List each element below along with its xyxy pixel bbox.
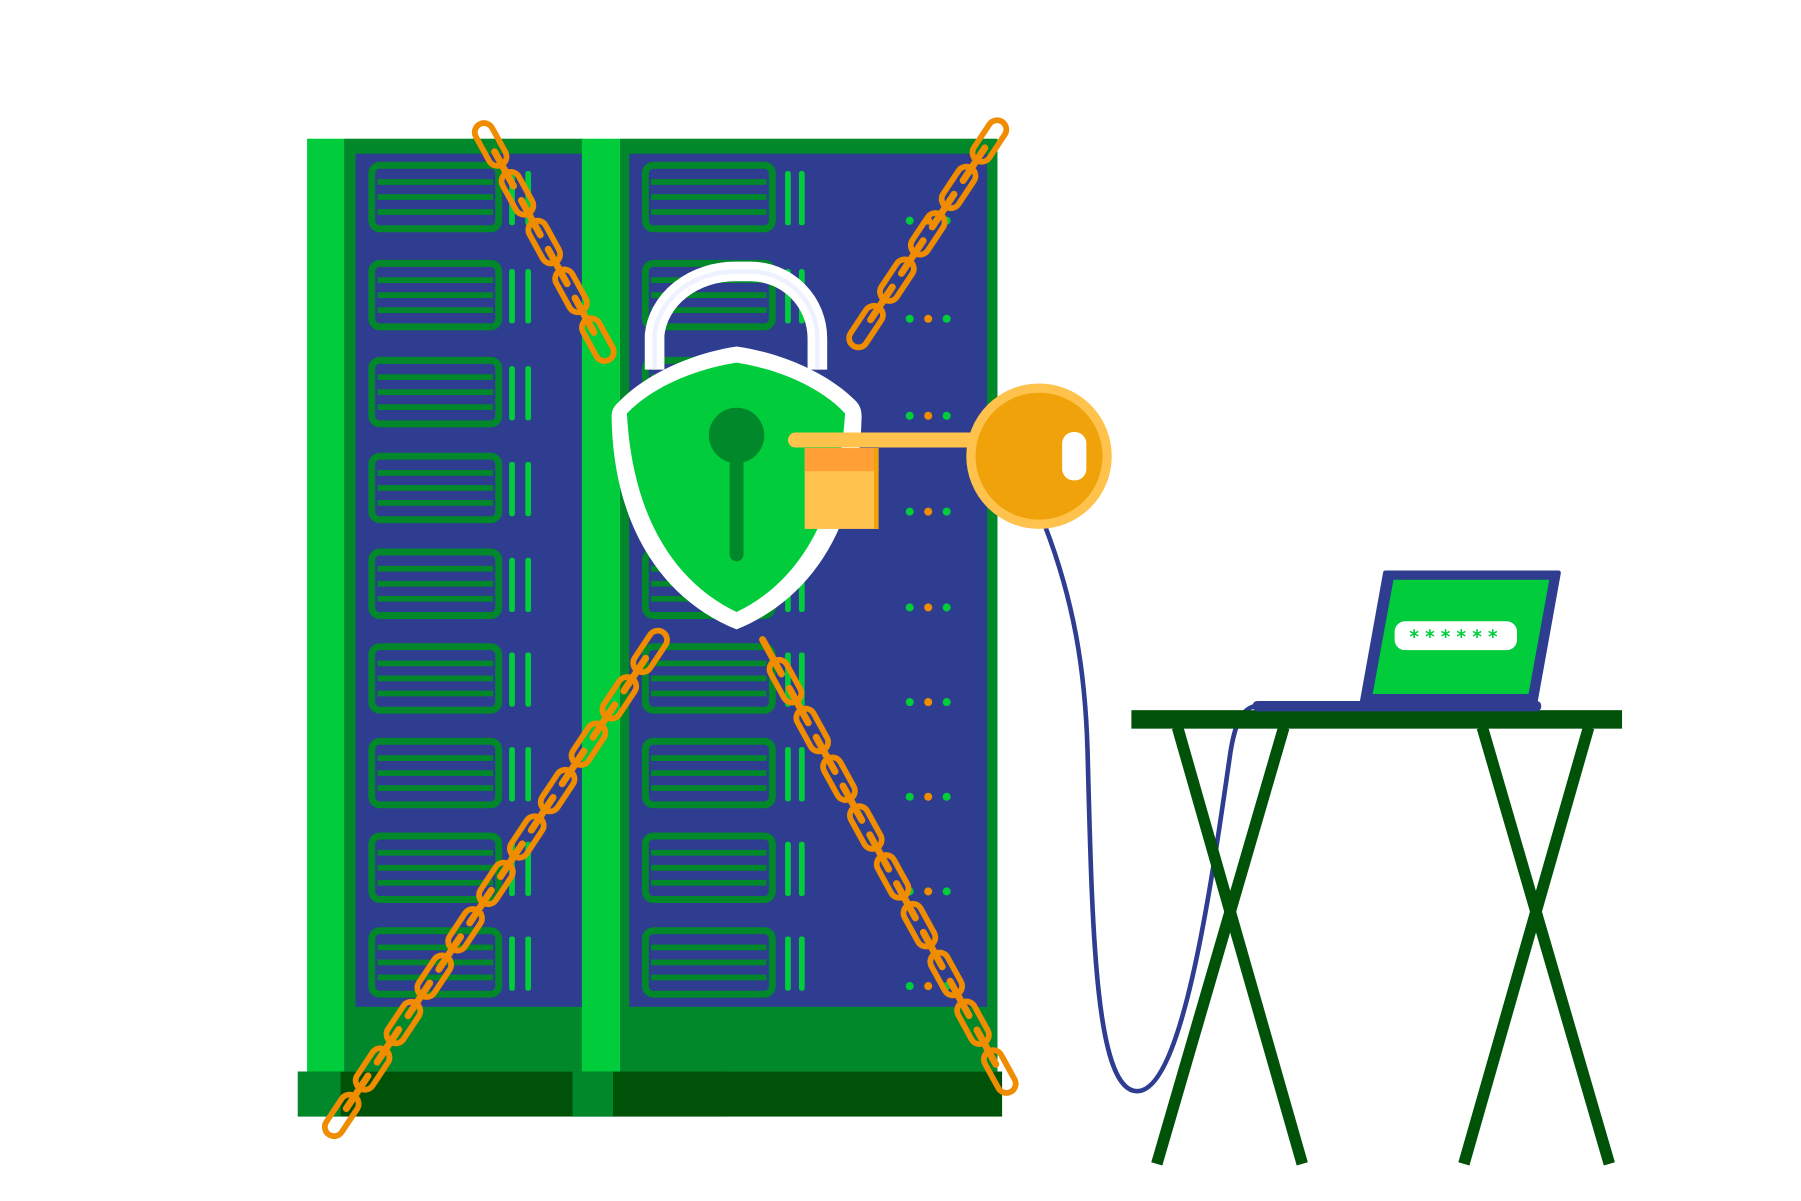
chain-link — [527, 793, 557, 834]
laptop: ****** — [1252, 570, 1561, 712]
status-led — [942, 507, 951, 516]
server-slot — [368, 452, 532, 524]
chain-link — [517, 196, 544, 239]
chain-link — [620, 654, 650, 695]
status-led — [924, 314, 933, 323]
server-slot — [641, 737, 805, 809]
status-led — [924, 982, 933, 991]
chain-link — [342, 1072, 372, 1113]
server-slot — [368, 643, 532, 714]
status-led — [924, 792, 933, 801]
chain-link — [946, 977, 973, 1020]
status-led — [942, 314, 951, 323]
status-led — [924, 507, 933, 516]
chain-link — [579, 315, 617, 364]
chain-link — [321, 1091, 362, 1140]
chain-link — [846, 302, 886, 351]
server-slot — [368, 737, 532, 809]
chain-link — [491, 148, 517, 190]
status-led — [905, 216, 914, 225]
chain-link — [571, 294, 598, 336]
chain-link — [897, 237, 927, 277]
chain-link — [544, 245, 571, 288]
key-icon — [787, 383, 1112, 529]
server-slot — [368, 356, 532, 428]
chain-link — [973, 1026, 1000, 1068]
chain-link — [785, 684, 812, 727]
status-led — [905, 507, 914, 516]
status-led — [942, 411, 951, 420]
chain-link — [558, 747, 588, 788]
status-led — [924, 603, 933, 612]
chain-link — [866, 831, 893, 873]
chain-link — [435, 933, 465, 973]
status-led — [905, 314, 914, 323]
chain-link — [589, 701, 619, 741]
status-led — [924, 698, 933, 707]
desk — [1131, 710, 1623, 1166]
status-led — [924, 411, 933, 420]
chain-link — [497, 840, 526, 881]
shield-lock-icon — [611, 261, 862, 630]
status-led — [905, 982, 914, 991]
cable — [1042, 524, 1374, 1094]
status-led — [942, 698, 951, 707]
server-slot — [368, 259, 532, 331]
chain-link — [867, 283, 896, 324]
status-led — [905, 603, 914, 612]
chain-link — [466, 886, 495, 927]
password-mask: ****** — [1409, 627, 1503, 648]
chain-link — [373, 1025, 403, 1066]
status-led — [905, 698, 914, 707]
server-slot — [368, 548, 532, 619]
chain-link — [959, 144, 989, 185]
chain-link — [893, 880, 919, 922]
server-slot — [641, 832, 805, 903]
chain-link — [928, 190, 958, 231]
status-led — [905, 411, 914, 420]
server-slot — [641, 927, 805, 998]
chain-link — [812, 733, 839, 776]
status-led — [942, 603, 951, 612]
status-led — [924, 887, 933, 896]
status-led — [905, 792, 914, 801]
status-led — [942, 887, 951, 896]
server-slot — [641, 161, 805, 233]
chain-link — [919, 928, 946, 971]
password-field[interactable] — [1394, 621, 1517, 651]
chain-link — [404, 979, 434, 1020]
status-led — [942, 792, 951, 801]
chains — [321, 117, 1019, 1140]
chain-link — [839, 782, 866, 824]
chain-link — [980, 1047, 1019, 1096]
chain-link — [759, 636, 785, 678]
